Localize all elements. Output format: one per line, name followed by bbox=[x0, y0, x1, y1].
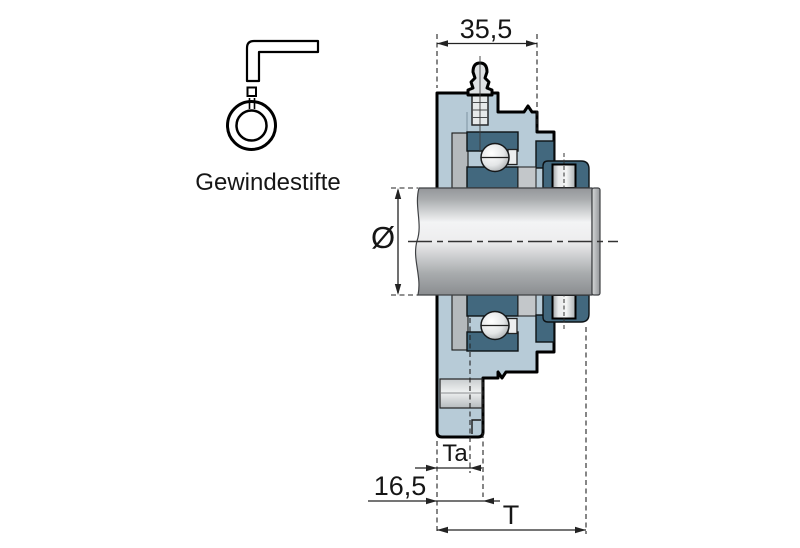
dimension-total-width: T bbox=[436, 327, 587, 534]
dim-ta-label: Ta bbox=[442, 440, 468, 467]
cage-land-upper bbox=[517, 166, 537, 189]
seal-lower bbox=[451, 294, 469, 351]
cage-land-lower bbox=[517, 294, 537, 317]
dim-housing-width-label: 35,5 bbox=[460, 14, 513, 44]
dimension-ta: Ta bbox=[415, 318, 482, 473]
flange-bolt-hole bbox=[439, 378, 483, 434]
set-screw-icon bbox=[246, 86, 257, 109]
dim-diameter-label: Ø bbox=[371, 220, 395, 255]
legend: Gewindestifte bbox=[195, 39, 341, 196]
grease-nipple bbox=[466, 56, 494, 152]
dimension-flange-offset: 16,5 bbox=[368, 382, 500, 505]
allen-key-icon bbox=[245, 39, 320, 83]
seal-upper bbox=[451, 132, 469, 189]
collar-upper bbox=[542, 153, 590, 197]
locking-ring-icon bbox=[226, 100, 277, 151]
bearing-lower-half bbox=[451, 294, 555, 352]
dimension-housing-width: 35,5 bbox=[436, 14, 538, 130]
dim-flange-offset-label: 16,5 bbox=[374, 471, 427, 501]
dimension-shaft-diameter: Ø bbox=[371, 187, 418, 296]
dim-total-width-label: T bbox=[503, 500, 520, 530]
legend-label: Gewindestifte bbox=[195, 169, 340, 196]
